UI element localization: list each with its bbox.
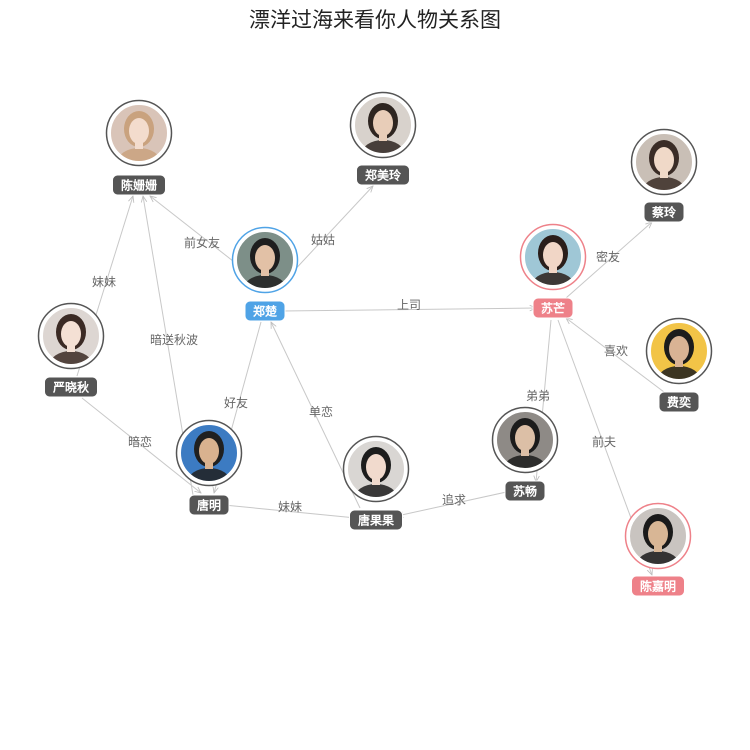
avatar-portrait — [650, 322, 708, 380]
avatar-portrait — [180, 424, 238, 482]
avatar-portrait — [496, 411, 554, 469]
name-tag — [643, 201, 685, 223]
edge-line-suchang-tangguoguo — [397, 490, 512, 516]
node-chenjiaming[interactable]: 陈嘉明 — [624, 502, 692, 597]
edge-label: 喜欢 — [604, 343, 628, 358]
node-feiyi[interactable]: 费奕 — [645, 317, 713, 413]
avatar-portrait — [42, 307, 100, 365]
node-name-label: 唐明 — [197, 498, 221, 513]
avatar-border — [179, 423, 239, 483]
avatar-border — [649, 321, 709, 381]
name-tag — [244, 300, 286, 322]
edge-line-zhengchu-chenshanshan — [150, 196, 248, 273]
node-name-label: 严晓秋 — [52, 380, 90, 395]
edge-label: 妹妹 — [92, 275, 116, 289]
name-tag — [631, 575, 685, 597]
node-name-label: 郑楚 — [253, 304, 278, 319]
edge-line-zhengchu-sumang — [281, 308, 536, 312]
edge-label: 暗恋 — [128, 434, 152, 449]
edge-label: 单恋 — [309, 404, 333, 419]
edge-label: 前夫 — [592, 434, 616, 449]
avatar-portrait — [110, 104, 168, 162]
edge-labels-layer: 前女友姑姑上司密友喜欢弟弟前夫妹妹暗送秋波暗恋好友单恋妹妹追求 — [92, 233, 628, 514]
name-tag — [356, 164, 410, 186]
avatar-portrait — [236, 231, 294, 289]
name-tag — [504, 480, 546, 502]
node-tangming[interactable]: 唐明 — [175, 419, 243, 516]
chart-title: 漂洋过海来看你人物关系图 — [249, 8, 501, 32]
avatar-border — [109, 103, 169, 163]
edge-label: 弟弟 — [526, 389, 550, 403]
avatar-portrait — [629, 507, 687, 565]
avatar-border — [628, 506, 688, 566]
edge-label: 前女友 — [184, 235, 220, 250]
avatar-portrait — [524, 228, 582, 286]
edge-line-zhengchu-zhengmeiling — [288, 186, 373, 277]
node-suchang[interactable]: 苏畅 — [491, 406, 559, 502]
avatar-border — [346, 439, 406, 499]
avatar-border — [41, 306, 101, 366]
node-zhengmeiling[interactable]: 郑美玲 — [349, 91, 417, 186]
name-tag — [44, 376, 98, 398]
edge-line-yanxiaoqiu-tangming — [81, 397, 201, 493]
avatar-border — [235, 230, 295, 290]
avatar-border — [523, 227, 583, 287]
node-name-label: 唐果果 — [358, 513, 394, 528]
node-sumang[interactable]: 苏芒 — [519, 223, 587, 319]
node-tangguoguo[interactable]: 唐果果 — [342, 435, 410, 531]
edge-label: 密友 — [596, 249, 620, 264]
avatar-border — [495, 410, 555, 470]
name-tag — [658, 391, 700, 413]
node-name-label: 苏畅 — [513, 484, 537, 499]
avatar-portrait — [354, 96, 412, 154]
avatar-border — [634, 132, 694, 192]
avatar-portrait — [635, 133, 693, 191]
node-cailing[interactable]: 蔡玲 — [630, 128, 698, 223]
node-name-label: 费奕 — [667, 395, 691, 410]
node-name-label: 郑美玲 — [365, 168, 402, 183]
node-yanxiaoqiu[interactable]: 严晓秋 — [37, 302, 105, 398]
name-tag — [532, 297, 574, 319]
avatar-portrait — [347, 440, 405, 498]
edge-line-sumang-cailing — [565, 222, 652, 299]
name-tag — [188, 494, 230, 516]
node-name-label: 陈姗姗 — [121, 178, 157, 193]
edge-line-tangming-tangguoguo — [223, 504, 356, 518]
node-zhengchu[interactable]: 郑楚 — [231, 226, 299, 322]
edge-line-feiyi-sumang — [566, 318, 665, 393]
edge-label: 追求 — [442, 492, 466, 507]
edge-label: 上司 — [397, 298, 421, 312]
edge-label: 好友 — [224, 396, 248, 410]
node-name-label: 蔡玲 — [651, 205, 677, 220]
node-chenshanshan[interactable]: 陈姗姗 — [105, 99, 173, 196]
node-name-label: 陈嘉明 — [640, 579, 676, 594]
edge-label: 姑姑 — [311, 233, 335, 247]
edge-label: 妹妹 — [278, 500, 302, 514]
edge-label: 暗送秋波 — [150, 332, 198, 347]
node-name-label: 苏芒 — [541, 301, 565, 316]
name-tag — [112, 174, 166, 196]
avatar-border — [353, 95, 413, 155]
name-tag — [349, 509, 403, 531]
